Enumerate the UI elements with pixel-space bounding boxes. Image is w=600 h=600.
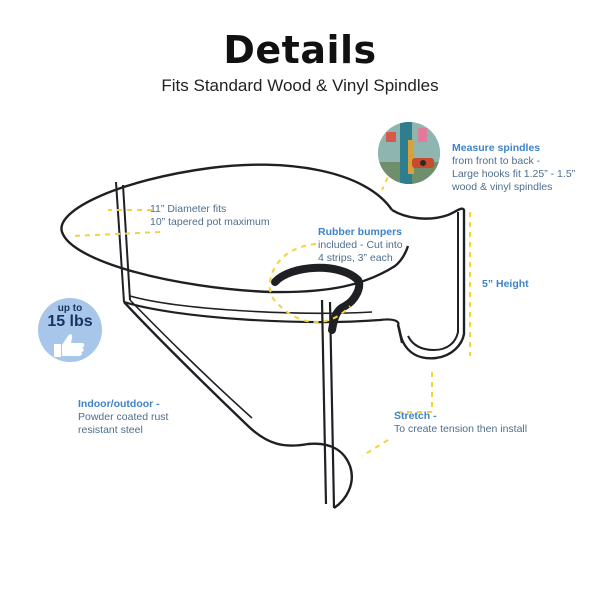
badge-up-to: up to [57, 303, 83, 314]
measure-line-2: Large hooks fit 1.25” - 1.5” [452, 168, 576, 180]
stretch-callout: Stretch - To create tension then install [394, 410, 527, 436]
height-heading: 5” Height [482, 278, 529, 290]
page-subtitle: Fits Standard Wood & Vinyl Spindles [161, 76, 439, 95]
bumpers-line-2: 4 strips, 3” each [318, 252, 393, 264]
diameter-callout: 11” Diameter fits 10” tapered pot maximu… [150, 203, 270, 229]
page-title: Details [223, 28, 377, 72]
rubber-bumper [271, 263, 364, 334]
height-callout: 5” Height [482, 278, 529, 291]
diameter-line-2: 10” tapered pot maximum [150, 216, 270, 228]
indoor-callout: Indoor/outdoor - Powder coated rust resi… [78, 398, 168, 437]
diameter-line-1: 11” Diameter fits [150, 203, 227, 215]
rear-post [115, 181, 131, 303]
measure-heading: Measure spindles [452, 142, 541, 154]
front-post [320, 299, 336, 509]
indoor-line-2: resistant steel [78, 424, 143, 436]
indoor-heading: Indoor/outdoor - [78, 398, 160, 410]
hook-inner [407, 212, 459, 352]
indoor-line-1: Powder coated rust [78, 411, 169, 423]
hook-frame [391, 207, 466, 360]
measure-line-1: from front to back - [452, 155, 541, 167]
badge-weight: 15 lbs [47, 313, 93, 330]
bumpers-heading: Rubber bumpers [318, 226, 403, 238]
thumbs-up-icon [54, 334, 85, 357]
weight-badge: up to 15 lbs [38, 298, 102, 362]
top-ring [60, 163, 410, 294]
spindle-thumbnail [378, 122, 440, 184]
bumpers-callout: Rubber bumpers included - Cut into 4 str… [318, 226, 403, 265]
stretch-heading: Stretch - [394, 410, 437, 422]
measure-callout: Measure spindles from front to back - La… [452, 142, 575, 194]
bumpers-line-1: included - Cut into [318, 239, 403, 251]
measure-line-3: wood & vinyl spindles [452, 181, 553, 193]
stretch-line-1: To create tension then install [394, 423, 528, 435]
support-brace [123, 301, 353, 509]
